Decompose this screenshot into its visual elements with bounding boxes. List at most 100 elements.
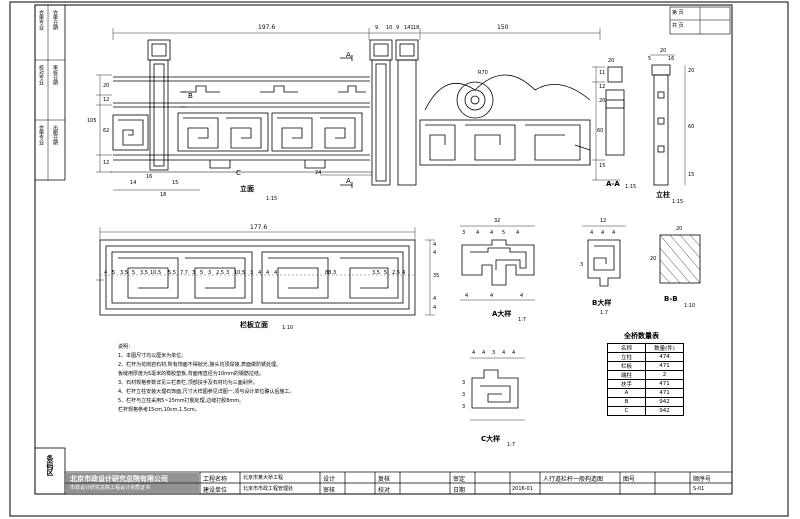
dim-label: 3 <box>250 270 254 276</box>
dim-label: 150 <box>497 24 509 31</box>
section-aa-title: A-A <box>606 180 620 188</box>
dim-label: 4 <box>516 230 520 236</box>
table-cell: 端柱 <box>607 370 646 380</box>
dim-label: 2.5 <box>216 270 224 276</box>
dim-label: 4 <box>433 242 437 248</box>
detail-a-scale: 1:7 <box>518 317 527 323</box>
project-label: 工程名称 <box>203 476 228 483</box>
sidebar-cell: 出图日期 <box>52 125 58 145</box>
dim-label: 3.5 <box>120 270 128 276</box>
drawing-title: 人行道栏杆一般构造图 <box>543 476 604 483</box>
dim-label: 10 <box>386 25 393 31</box>
dim-label: 3.5 <box>140 270 148 276</box>
dim-label: 3 <box>462 380 466 386</box>
dim-label: 3 <box>462 404 466 410</box>
dim-label: 88.3 <box>325 270 337 276</box>
company-subtitle: 市政设计研究总院工程设计资质证书 <box>70 485 151 491</box>
dim-label: 20 <box>608 58 615 64</box>
dim-label: 3 <box>226 270 230 276</box>
dim-label: 18 <box>160 192 167 198</box>
page-label: 第 页 <box>672 10 684 16</box>
dim-label: 3 <box>462 392 466 398</box>
panel-title: 栏板立面 <box>240 321 268 329</box>
dim-label: 5 <box>384 270 388 276</box>
note-line: 5、栏杆与立柱采用5~15mm打胶处理,边缝打胶8mm。 <box>118 398 245 404</box>
radius-label: R70 <box>478 70 488 76</box>
dim-label: 20 <box>650 256 657 262</box>
table-cell: 942 <box>645 397 684 407</box>
dim-label: 177.6 <box>250 224 268 231</box>
panel-scale: 1:10 <box>282 325 294 331</box>
dim-label: 11 <box>599 70 606 76</box>
sidebar-cell: 会审日期 <box>52 10 58 30</box>
dim-label: 5 <box>112 270 116 276</box>
dim-label: 4 <box>433 305 437 311</box>
field-label: 设计 <box>323 476 336 483</box>
dim-label: 20 <box>599 98 606 104</box>
dim-label: 5 <box>200 270 204 276</box>
note-line: 4、栏杆立柱安装大理石饰面,尺寸大样图参见详图一,须与设计单位确认后施工。 <box>118 389 295 395</box>
dim-label: 15 <box>688 172 695 178</box>
drawing-no-label: 图号 <box>623 476 636 483</box>
detail-b-scale: 1:7 <box>600 310 609 316</box>
barcode-area-label: 条码区 <box>46 455 54 476</box>
dim-label: 10.5 <box>234 270 246 276</box>
dim-label: 4 <box>258 270 262 276</box>
detail-b-title: B大样 <box>592 299 612 307</box>
dim-label: 18 <box>413 25 420 31</box>
dim-label: 62 <box>103 128 110 134</box>
cut-marker-a: A <box>346 51 351 59</box>
dim-label: 16 <box>668 56 675 62</box>
dim-label: 20 <box>103 83 110 89</box>
table-cell: C <box>607 406 646 416</box>
table-cell: 2 <box>645 370 684 380</box>
dim-label: 4 <box>472 350 476 356</box>
dim-label: 4 <box>266 270 270 276</box>
dim-label: 5 <box>648 56 652 62</box>
table-cell: B <box>607 397 646 407</box>
dim-label: 3 <box>192 270 196 276</box>
quantity-table-title: 全桥数量表 <box>624 332 659 340</box>
table-cell: 471 <box>645 379 684 389</box>
sheet-label: 顺序号 <box>693 476 712 483</box>
design-unit-value: 北京市市政工程管理处 <box>243 486 294 492</box>
section-bb-scale: 1:10 <box>684 303 696 309</box>
dim-label: 3 <box>580 262 584 268</box>
dim-label: 4 <box>482 350 486 356</box>
total-label: 共 页 <box>672 23 684 29</box>
dim-label: 7.7 <box>180 270 188 276</box>
dim-label: 2.5 <box>392 270 400 276</box>
detail-c-title: C大样 <box>481 435 501 443</box>
dim-label: 9 <box>375 25 379 31</box>
dim-label: 4 <box>402 270 406 276</box>
table-header-cell: 数量(件) <box>645 343 684 353</box>
field-label: 审核 <box>323 487 336 494</box>
dim-label: 3.5 <box>372 270 380 276</box>
dim-label: 35 <box>433 273 440 279</box>
notes-heading: 说明： <box>118 344 134 350</box>
table-cell: 474 <box>645 352 684 362</box>
dim-label: 15 <box>172 180 179 186</box>
table-cell: A <box>607 388 646 398</box>
dim-label: 4 <box>433 250 437 256</box>
dim-label: 3 <box>462 230 466 236</box>
note-line: 3、石材规格参数详见三栏表栏,顶部扶手及石材均为三面剁斧。 <box>118 380 258 386</box>
detail-a-title: A大样 <box>492 310 512 318</box>
dim-label: 20 <box>688 68 695 74</box>
note-line: 1、本图尺寸均以厘米为单位。 <box>118 353 187 359</box>
dim-label: 4 <box>433 296 437 302</box>
dim-label: 5 <box>502 230 506 236</box>
sidebar-cell: 会审专业 <box>38 10 44 30</box>
dim-label: 9 <box>396 25 400 31</box>
dim-label: 4 <box>612 230 616 236</box>
dim-label: 105 <box>87 118 97 124</box>
dim-label: 12 <box>599 84 606 90</box>
column-title: 立柱 <box>656 191 670 199</box>
